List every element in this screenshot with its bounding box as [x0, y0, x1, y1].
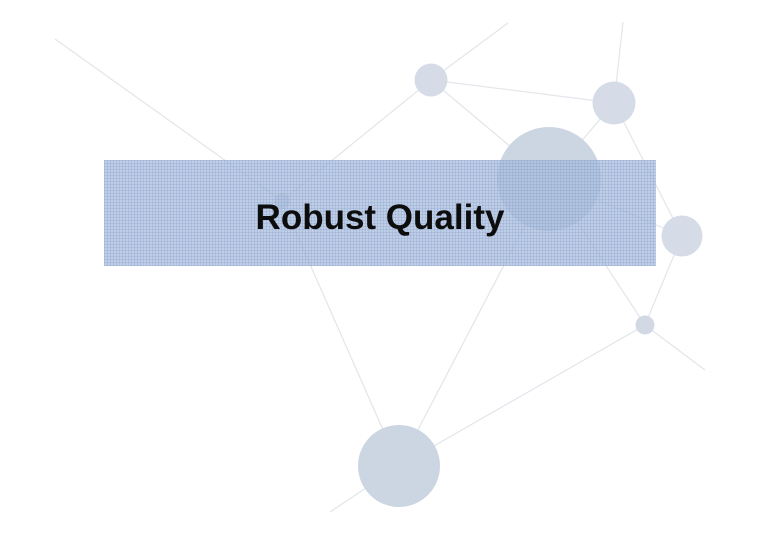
network-edge: [430, 79, 615, 104]
network-node-right: [661, 215, 703, 257]
slide-title: Robust Quality: [255, 198, 505, 238]
network-edge: [398, 324, 646, 467]
network-edge: [613, 102, 683, 237]
network-node-top-small: [414, 63, 448, 97]
network-node-mid-right-dot: [635, 315, 655, 335]
title-banner: Robust Quality: [104, 160, 656, 266]
network-node-bottom-large: [358, 425, 440, 507]
network-node-top-medium: [592, 81, 636, 125]
network-edge: [644, 324, 706, 371]
